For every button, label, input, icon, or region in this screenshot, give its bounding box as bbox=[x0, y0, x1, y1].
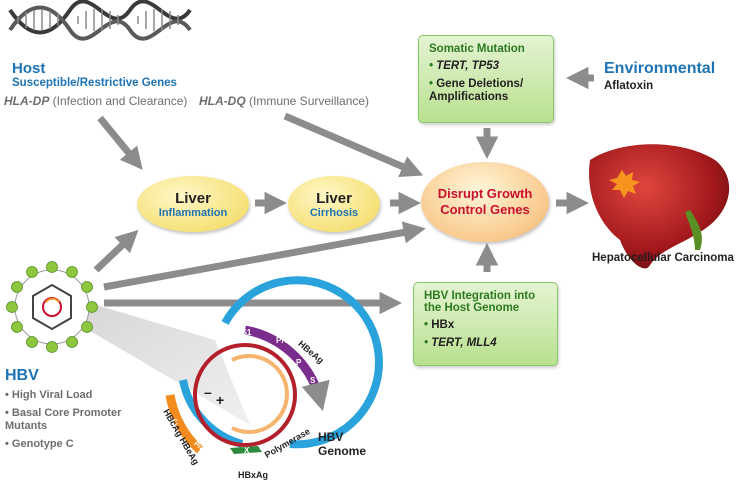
hbv-item: Basal Core Promoter Mutants bbox=[5, 407, 145, 433]
zoom-cone bbox=[52, 292, 250, 425]
arrow-host-to-inflammation bbox=[97, 115, 143, 170]
somatic-mutation-title: Somatic Mutation bbox=[429, 43, 525, 55]
hla-dp-line: HLA-DP (Infection and Clearance) bbox=[4, 94, 187, 108]
c-label: C bbox=[172, 418, 178, 427]
hbv-item: Genotype C bbox=[5, 438, 74, 451]
hbxag-label: HBxAg bbox=[238, 470, 269, 480]
plus-strand-label: + bbox=[216, 392, 225, 408]
environmental-subtitle: Aflatoxin bbox=[604, 80, 654, 92]
p-label: P bbox=[296, 358, 302, 367]
disrupt-line1: Disrupt Growth bbox=[437, 186, 533, 201]
s-label: S bbox=[310, 376, 316, 385]
hla-dq-label: HLA-DQ bbox=[199, 94, 246, 108]
hbv-genome-diagram bbox=[165, 276, 383, 454]
disrupt-line2: Control Genes bbox=[440, 202, 530, 217]
liver-inflammation-line2: Inflammation bbox=[158, 206, 228, 219]
liver-cirrhosis-line2: Cirrhosis bbox=[309, 206, 359, 219]
hbv-virus-icon bbox=[6, 261, 98, 353]
liver-cirrhosis-node: Liver Cirrhosis bbox=[288, 176, 380, 232]
arrow-hbv-to-disrupt bbox=[103, 221, 426, 291]
hla-dq-line: HLA-DQ (Immune Surveillance) bbox=[199, 94, 369, 108]
arrow-hbv-to-inflammation bbox=[93, 229, 139, 273]
liver-cirrhosis-line1: Liver bbox=[316, 189, 352, 207]
hbv-genome-title: HBV Genome bbox=[318, 430, 367, 458]
pre-s1-label: Pre-S1 bbox=[226, 328, 252, 337]
liver-icon bbox=[589, 144, 730, 269]
host-subtitle: Susceptible/Restrictive Genes bbox=[12, 77, 177, 89]
environmental-title: Environmental bbox=[604, 60, 716, 77]
hbv-integration-box: HBV Integration into the Host Genome HBx… bbox=[413, 282, 558, 366]
x-label: X bbox=[244, 446, 250, 455]
liver-inflammation-line1: Liver bbox=[175, 189, 211, 207]
minus-strand-label: – bbox=[204, 384, 212, 400]
liver-inflammation-node: Liver Inflammation bbox=[137, 176, 249, 232]
somatic-item: Gene Deletions/ Amplifications bbox=[429, 78, 543, 104]
integration-item: TERT, MLL4 bbox=[424, 337, 547, 350]
pre-s2-label: Pre-S2 bbox=[276, 336, 302, 345]
host-title: Host bbox=[12, 60, 46, 77]
dna-helix-icon bbox=[8, 0, 192, 41]
flow-arrows bbox=[93, 66, 594, 315]
hbv-title: HBV bbox=[5, 367, 39, 384]
hbv-integration-title: HBV Integration into the Host Genome bbox=[424, 290, 536, 314]
integration-item: HBx bbox=[424, 319, 547, 332]
hla-dp-label: HLA-DP bbox=[4, 94, 50, 108]
somatic-mutation-box: Somatic Mutation TERT, TP53 Gene Deletio… bbox=[418, 35, 554, 123]
hbv-item: High Viral Load bbox=[5, 389, 92, 402]
arrow-host-to-disrupt bbox=[283, 112, 424, 177]
somatic-item: TERT, TP53 bbox=[429, 60, 543, 73]
hla-dq-desc: (Immune Surveillance) bbox=[245, 94, 370, 108]
disrupt-growth-node: Disrupt Growth Control Genes bbox=[421, 162, 549, 242]
hla-dp-desc: (Infection and Clearance) bbox=[49, 94, 188, 108]
hcc-label: Hepatocellular Carcinoma bbox=[592, 252, 734, 264]
